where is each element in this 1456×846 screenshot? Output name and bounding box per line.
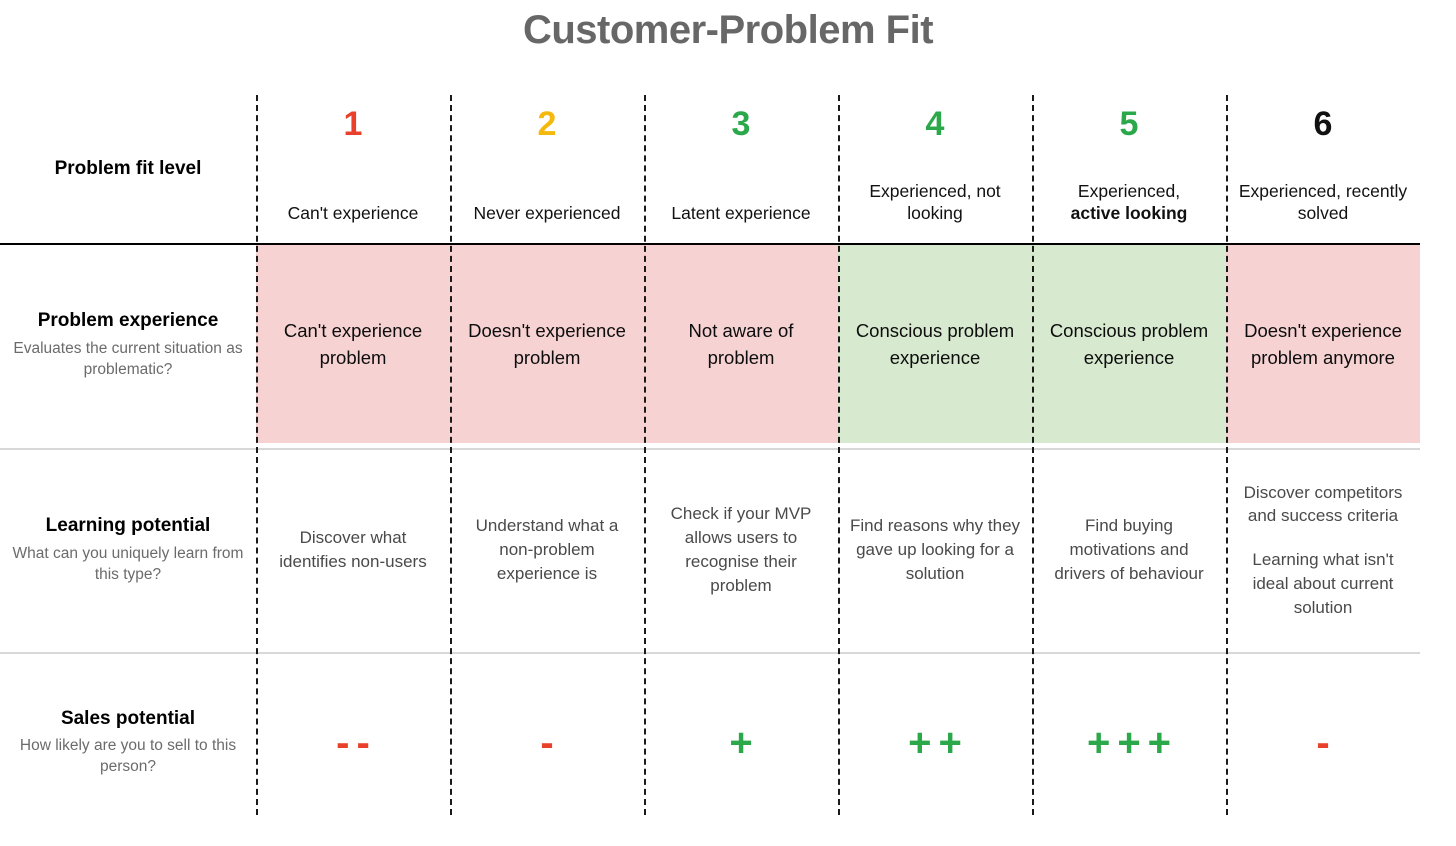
learning-paragraph: Discover competitors and success criteri…	[1243, 482, 1403, 526]
sales-potential-symbols: --	[336, 723, 370, 763]
cell-r1-c6: Doesn't experience problem anymore	[1226, 245, 1420, 445]
column-divider-5	[1226, 95, 1228, 815]
problem-experience-text: Doesn't experience problem anymore	[1244, 320, 1402, 368]
row-label-problem-experience: Problem experience Evaluates the current…	[13, 310, 243, 378]
learning-paragraph: Learning what isn't ideal about current …	[1252, 550, 1394, 617]
plus-icon: +	[908, 720, 932, 765]
learning-paragraph: Understand what a non-problem experience…	[475, 516, 619, 583]
level-number-1: 1	[343, 105, 363, 143]
problem-experience-text: Conscious problem experience	[855, 320, 1015, 368]
problem-experience-text: Doesn't experience problem	[468, 320, 626, 368]
column-divider-1	[450, 95, 452, 815]
level-label-3: Latent experience	[671, 203, 811, 224]
level-number-6: 6	[1313, 105, 1333, 143]
level-number-2: 2	[537, 105, 557, 143]
cell-r2-c4: Find reasons why they gave up looking fo…	[838, 450, 1032, 650]
cell-r2-c3: Check if your MVP allows users to recogn…	[644, 450, 838, 650]
sales-potential-symbols: +++	[1087, 723, 1171, 763]
plus-icon: +	[1147, 720, 1172, 765]
cell-r1-c2: Doesn't experience problem	[450, 245, 644, 445]
column-divider-3	[838, 95, 840, 815]
sales-potential-symbols: -	[540, 723, 553, 763]
level-label-2: Never experienced	[473, 203, 621, 224]
minus-icon: -	[356, 720, 370, 765]
learning-potential-text: Find reasons why they gave up looking fo…	[848, 514, 1022, 585]
sales-potential-symbols: -	[1316, 723, 1329, 763]
cell-r1-c1: Can't experience problem	[256, 245, 450, 445]
problem-experience-text: Not aware of problem	[688, 320, 794, 368]
cell-r3-c4: ++	[838, 655, 1032, 830]
cell-r2-c5: Find buying motivations and drivers of b…	[1032, 450, 1226, 650]
learning-potential-text: Discover competitors and success criteri…	[1236, 481, 1410, 620]
cell-background-4	[838, 245, 1032, 443]
problem-experience-text: Conscious problem experience	[1049, 320, 1209, 368]
cell-background-3	[644, 245, 838, 443]
cell-background-6	[1226, 245, 1420, 443]
learning-paragraph: Check if your MVP allows users to recogn…	[670, 504, 812, 595]
learning-potential-text: Understand what a non-problem experience…	[460, 514, 634, 585]
row-divider-2	[0, 652, 1420, 654]
plus-icon: +	[1086, 720, 1111, 765]
level-number-4: 4	[925, 105, 945, 143]
plus-icon: +	[938, 720, 962, 765]
cell-background-5	[1032, 245, 1226, 443]
learning-potential-text: Check if your MVP allows users to recogn…	[654, 502, 828, 597]
header-divider	[0, 243, 1420, 245]
page-title: Customer-Problem Fit	[522, 8, 934, 52]
column-divider-0	[256, 95, 258, 815]
cell-r3-c1: --	[256, 655, 450, 830]
learning-paragraph: Find buying motivations and drivers of b…	[1054, 516, 1204, 583]
minus-icon: -	[336, 720, 350, 765]
learning-potential-text: Discover what identifies non-users	[266, 526, 440, 574]
cell-r1-c3: Not aware of problem	[644, 245, 838, 445]
minus-icon: -	[1316, 720, 1330, 765]
level-number-3: 3	[731, 105, 751, 143]
cell-r3-c6: -	[1226, 655, 1420, 830]
level-label-6: Experienced, recently solved	[1238, 181, 1408, 224]
cell-background-1	[256, 245, 450, 443]
learning-paragraph: Find reasons why they gave up looking fo…	[849, 516, 1021, 583]
cell-r3-c3: +	[644, 655, 838, 830]
plus-icon: +	[729, 720, 753, 765]
row-label-learning-potential: Learning potential What can you uniquely…	[12, 515, 244, 583]
row-label-problem-fit-level: Problem fit level	[54, 157, 202, 179]
column-divider-2	[644, 95, 646, 815]
level-label-5: Experienced,active looking	[1070, 181, 1188, 224]
row-label-sales-potential: Sales potential How likely are you to se…	[19, 707, 237, 776]
level-number-5: 5	[1119, 105, 1139, 143]
cell-r2-c2: Understand what a non-problem experience…	[450, 450, 644, 650]
cell-r2-c6: Discover competitors and success criteri…	[1226, 450, 1420, 650]
cell-background-2	[450, 245, 644, 443]
cell-r3-c2: -	[450, 655, 644, 830]
row-divider-1	[0, 448, 1420, 450]
minus-icon: -	[540, 720, 554, 765]
level-label-1: Can't experience	[287, 203, 419, 224]
cell-r2-c1: Discover what identifies non-users	[256, 450, 450, 650]
sales-potential-symbols: +	[729, 723, 752, 763]
cell-r1-c4: Conscious problem experience	[838, 245, 1032, 445]
learning-potential-text: Find buying motivations and drivers of b…	[1042, 514, 1216, 585]
problem-experience-text: Can't experience problem	[283, 320, 423, 368]
cell-r3-c5: +++	[1032, 655, 1226, 830]
sales-potential-symbols: ++	[908, 723, 962, 763]
cell-r1-c5: Conscious problem experience	[1032, 245, 1226, 445]
level-label-4: Experienced, not looking	[869, 181, 1001, 224]
plus-icon: +	[1117, 720, 1141, 765]
learning-paragraph: Discover what identifies non-users	[279, 528, 427, 571]
column-divider-4	[1032, 95, 1034, 815]
